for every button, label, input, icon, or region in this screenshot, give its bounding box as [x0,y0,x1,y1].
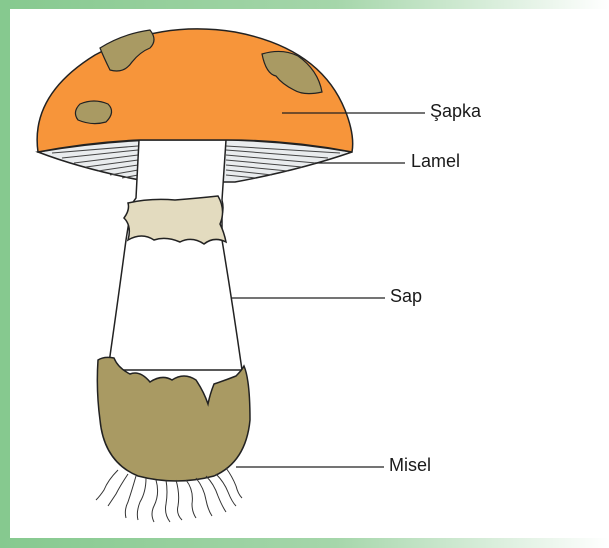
volva [97,357,250,481]
ring [124,196,226,244]
label-cap: Şapka [430,101,481,122]
label-mycelium: Misel [389,455,431,476]
label-stem: Sap [390,286,422,307]
label-gills: Lamel [411,151,460,172]
